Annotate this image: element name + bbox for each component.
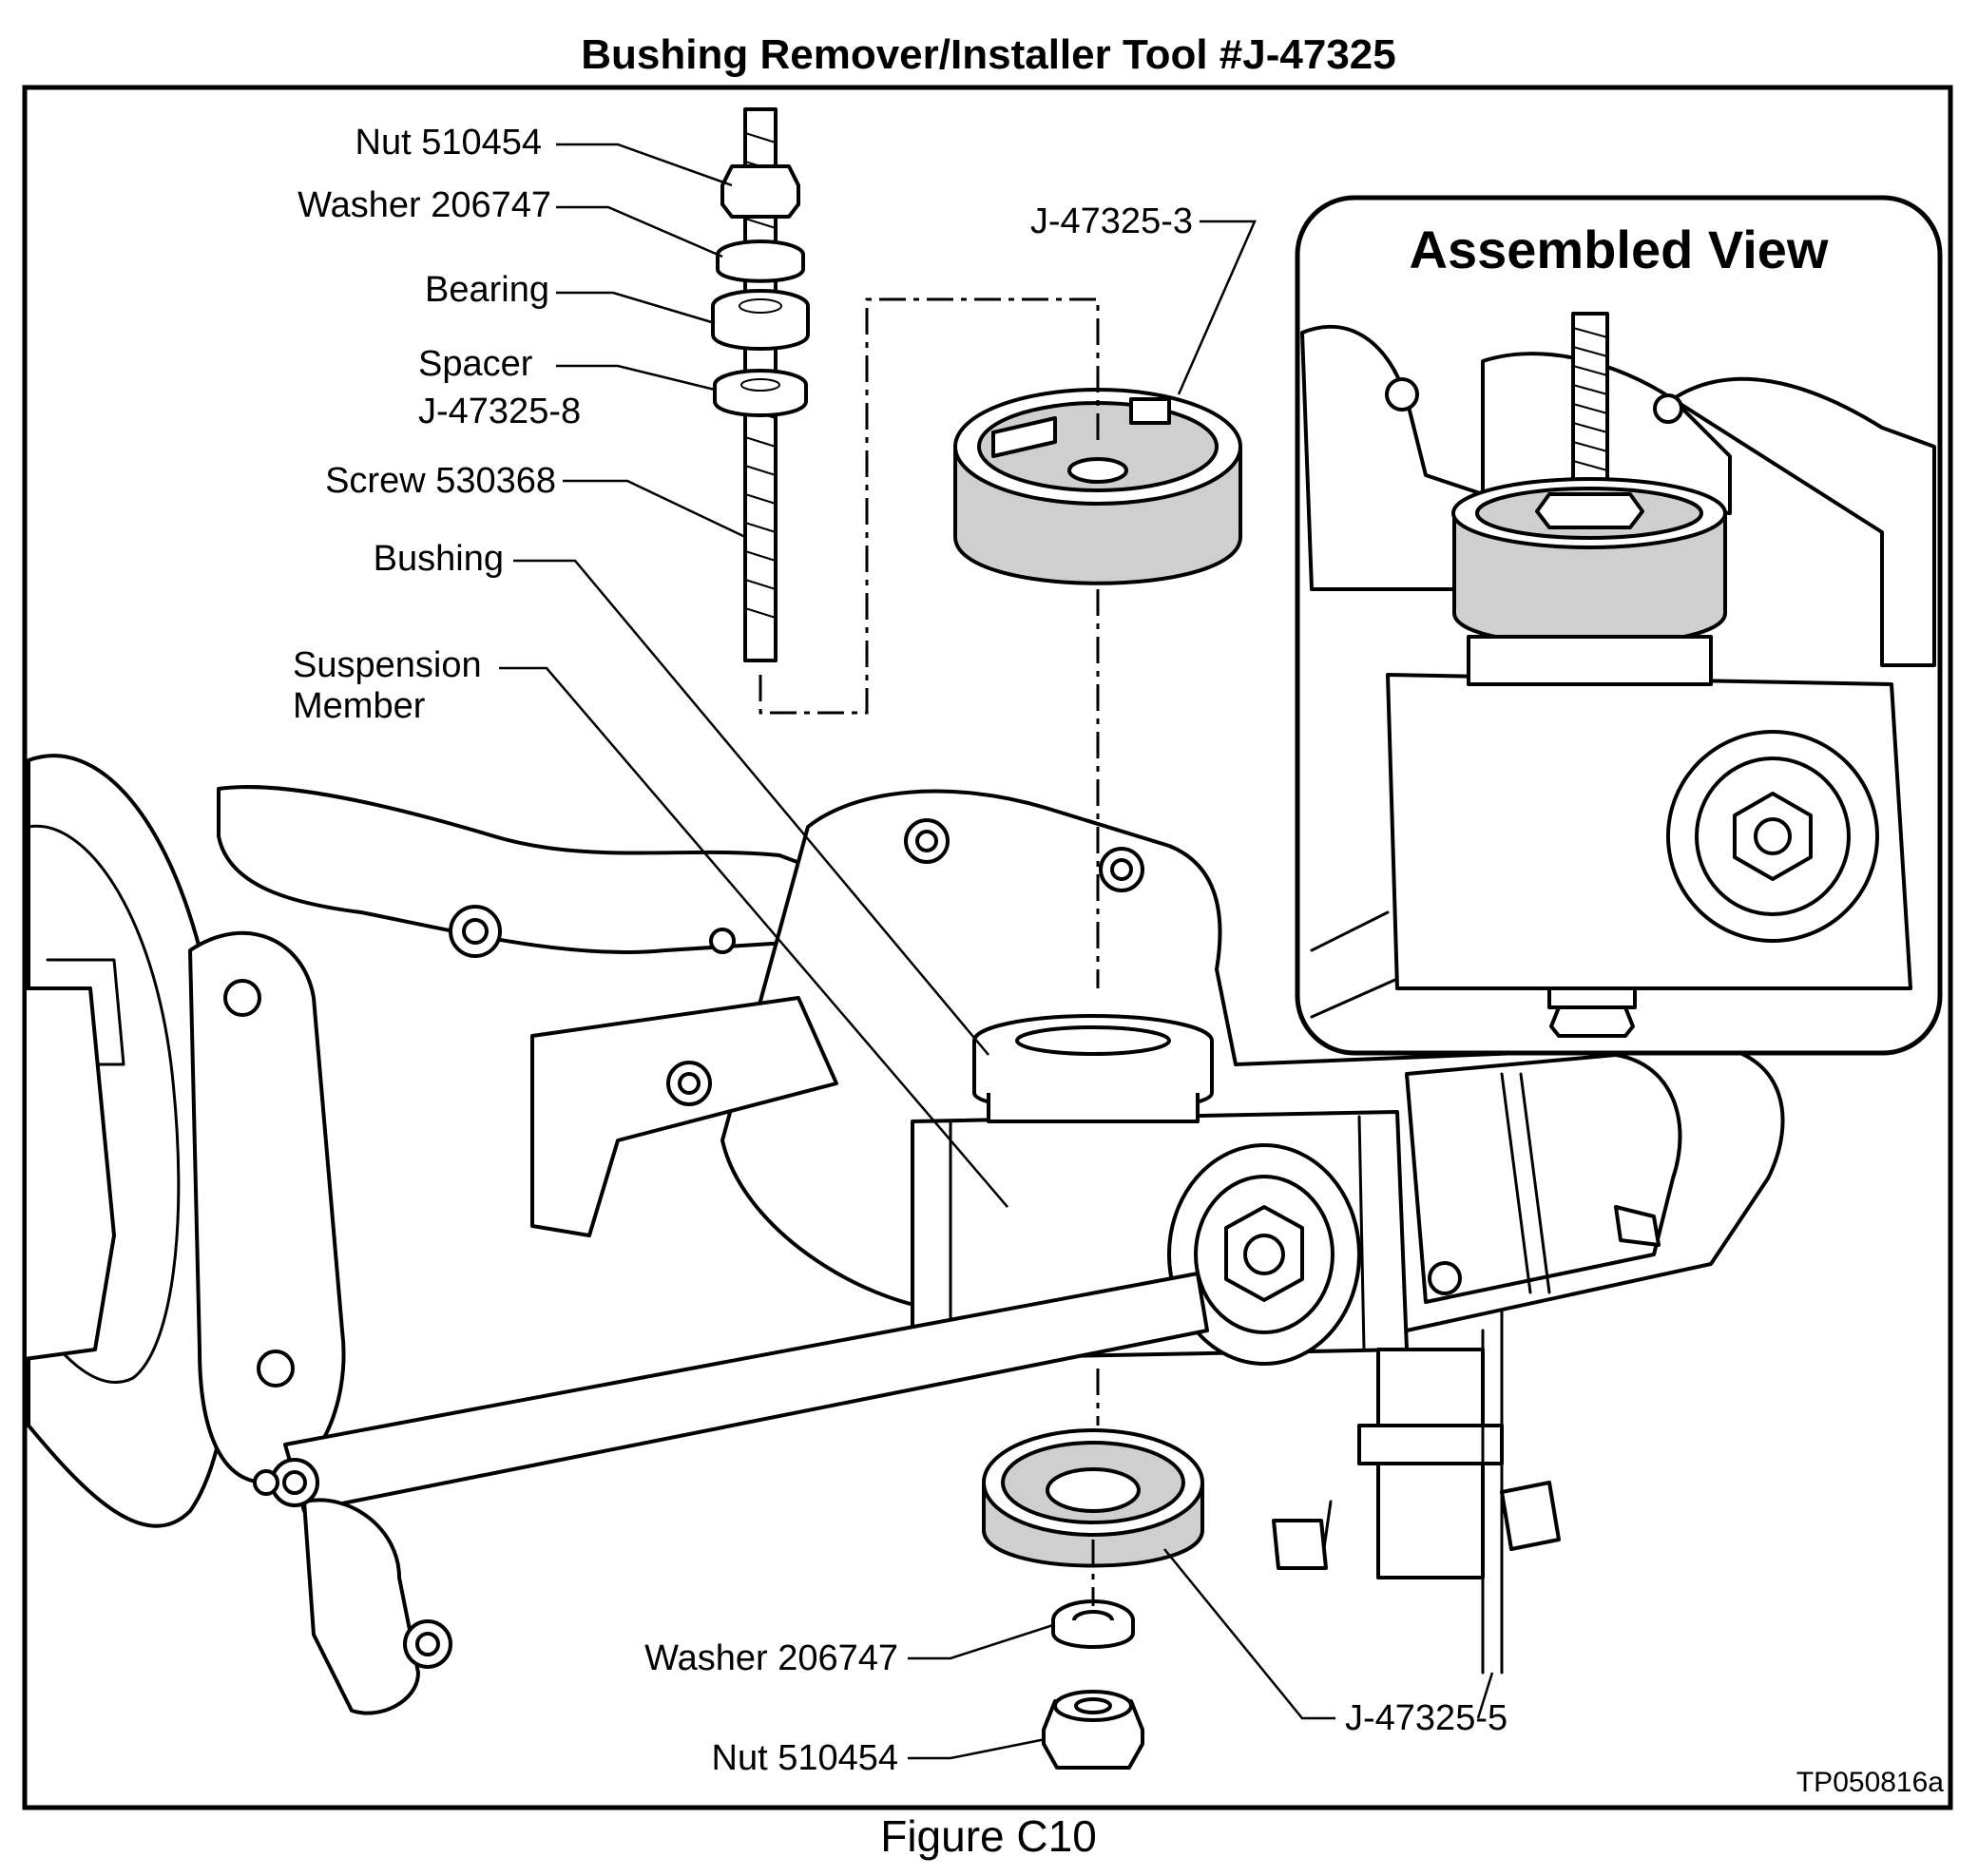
bottom-nut-510454: [1042, 1690, 1144, 1770]
label-nut-top: Nut 510454: [355, 123, 543, 163]
assembly-path: [759, 297, 1100, 1606]
top-washer-206747: [716, 239, 805, 283]
label-spacer-part-no: J-47325-8: [418, 392, 581, 431]
spacer-j-47325-8: [713, 369, 808, 417]
suspension-assembly-illustration: [23, 754, 1785, 1715]
label-spacer: Spacer: [418, 344, 533, 384]
label-washer-top: Washer 206747: [298, 185, 551, 225]
label-suspension-member: Member: [293, 686, 426, 726]
tool-j-47325-3-cup: [953, 388, 1242, 585]
label-tool-5: J-47325-5: [1345, 1698, 1508, 1738]
figure-code: TP050816a: [1796, 1767, 1944, 1798]
label-nut-bottom: Nut 510454: [712, 1738, 899, 1778]
diagram-title: Bushing Remover/Installer Tool #J-47325: [581, 31, 1395, 78]
label-washer-bottom: Washer 206747: [644, 1638, 898, 1678]
top-nut-510454: [720, 164, 800, 219]
label-screw: Screw 530368: [325, 461, 556, 501]
exploded-tool-parts: [711, 107, 1242, 1770]
bearing: [711, 289, 810, 351]
label-tool-3: J-47325-3: [1030, 201, 1193, 241]
tool-j-47325-5-cup: [982, 1428, 1204, 1568]
figure-frame: [22, 85, 1953, 1810]
figure-caption: Figure C10: [880, 1811, 1097, 1861]
callout-labels: Nut 510454 Washer 206747 Bearing Spacer …: [293, 123, 1508, 1778]
label-bearing: Bearing: [425, 270, 549, 310]
label-suspension: Suspension: [293, 645, 482, 685]
assembled-view-inset: Assembled View: [1295, 195, 1943, 1056]
inset-title: Assembled View: [1410, 220, 1829, 279]
bottom-washer-206747: [1051, 1599, 1135, 1649]
label-bushing: Bushing: [374, 539, 504, 579]
